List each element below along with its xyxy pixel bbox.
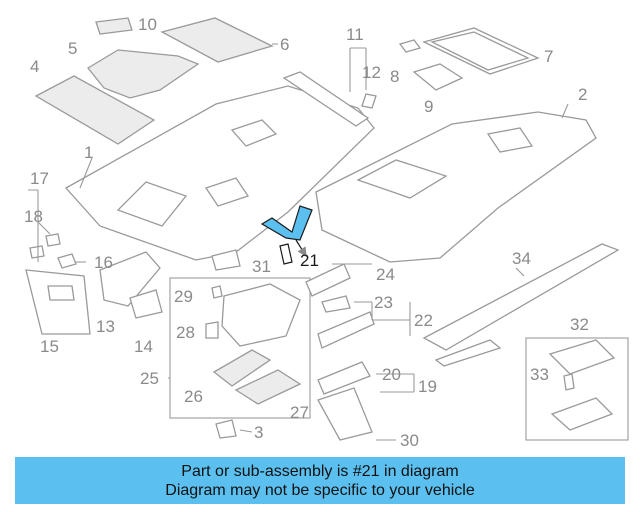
callout-11: 11 — [346, 25, 364, 44]
callout-32: 32 — [570, 315, 589, 334]
callout-23: 23 — [374, 293, 393, 312]
part-29 — [211, 285, 223, 299]
part-33 — [563, 373, 575, 391]
part-34-trim — [422, 243, 620, 367]
callout-29: 29 — [174, 287, 193, 306]
part-28 — [205, 321, 219, 339]
part-24 — [305, 263, 351, 297]
callout-9: 9 — [424, 97, 433, 116]
callout-18: 18 — [24, 207, 43, 226]
part-26 — [212, 349, 272, 387]
callout-17: 17 — [30, 169, 49, 188]
callout-7: 7 — [544, 47, 553, 66]
callout-24: 24 — [376, 265, 395, 284]
part-7 — [422, 27, 540, 75]
callout-8: 8 — [390, 67, 399, 86]
callout-1: 1 — [84, 143, 93, 162]
part-1-headliner — [64, 85, 375, 261]
callout-27: 27 — [290, 403, 309, 422]
part-15-sun-visor — [25, 269, 91, 335]
part-9 — [412, 63, 464, 91]
callout-30: 30 — [400, 431, 419, 450]
part-10 — [95, 17, 133, 35]
callout-10: 10 — [138, 15, 157, 34]
part-13 — [99, 251, 161, 307]
callout-16: 16 — [94, 253, 113, 272]
callout-25: 25 — [140, 369, 159, 388]
callout-22: 22 — [414, 311, 433, 330]
part-27 — [234, 369, 302, 405]
callout-6: 6 — [280, 35, 289, 54]
info-banner: Part or sub-assembly is #21 in diagram D… — [15, 457, 625, 504]
part-20 — [317, 361, 371, 395]
callout-31: 31 — [252, 257, 271, 276]
part-16-clip — [57, 253, 77, 269]
callout-13: 13 — [96, 317, 115, 336]
part-18-clip — [29, 233, 61, 259]
callout-2: 2 — [578, 85, 587, 104]
part-21-assist-grip — [260, 205, 313, 265]
callout-33: 33 — [530, 365, 549, 384]
part-8 — [398, 39, 422, 53]
part-5 — [87, 49, 200, 99]
callout-3: 3 — [254, 423, 263, 442]
part-2-headliner — [315, 111, 597, 263]
overhead-console — [221, 283, 301, 347]
group-box-25 — [169, 277, 311, 419]
callout-28: 28 — [176, 323, 195, 342]
banner-line-2: Diagram may not be specific to your vehi… — [165, 481, 475, 499]
part-23 — [317, 295, 375, 349]
callout-26: 26 — [184, 387, 203, 406]
callout-14: 14 — [134, 337, 153, 356]
banner-line-1: Part or sub-assembly is #21 in diagram — [181, 462, 459, 480]
callout-34: 34 — [512, 249, 531, 268]
parts-diagram: 10 6 5 4 11 12 8 7 9 2 1 17 18 16 15 13 … — [24, 15, 629, 450]
leader-lines — [28, 47, 569, 441]
callout-15: 15 — [40, 337, 59, 356]
part-11-strip — [282, 71, 377, 127]
part-3 — [215, 419, 237, 439]
part-14 — [129, 289, 163, 319]
group-box-32 — [525, 337, 629, 441]
part-31 — [211, 249, 241, 271]
callout-4: 4 — [30, 57, 39, 76]
part-30 — [317, 387, 373, 441]
part-6 — [160, 17, 278, 63]
callout-12: 12 — [362, 63, 381, 82]
callout-21: 21 — [300, 251, 319, 270]
part-4 — [34, 75, 156, 145]
callout-5: 5 — [68, 39, 77, 58]
callout-19: 19 — [418, 377, 437, 396]
callout-20: 20 — [382, 365, 401, 384]
part-32-assembly — [548, 339, 616, 431]
